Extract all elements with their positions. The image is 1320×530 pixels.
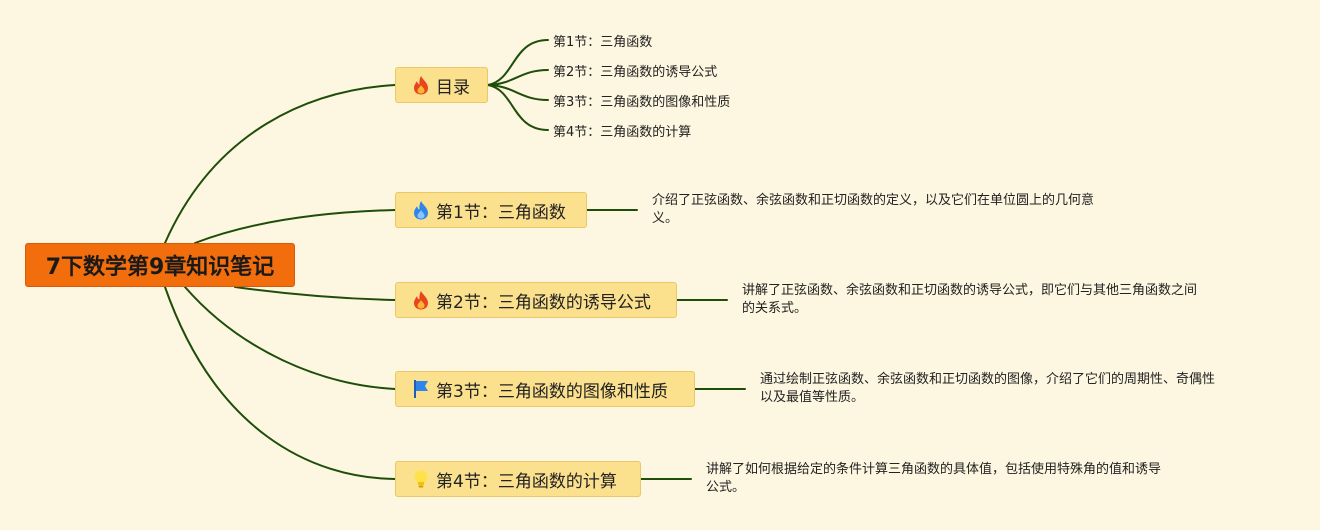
branch-section-3-label: 第3节：三角函数的图像和性质: [436, 381, 668, 402]
branch-section-3[interactable]: 第3节：三角函数的图像和性质: [395, 371, 695, 407]
description-line: 讲解了如何根据给定的条件计算三角函数的具体值，包括使用特殊角的值和诱导: [706, 462, 1162, 477]
branch-section-2[interactable]: 第2节：三角函数的诱导公式: [395, 282, 677, 318]
toc-item-2[interactable]: 第2节：三角函数的诱导公式: [553, 65, 718, 80]
flag-icon: [410, 378, 432, 400]
section-3-description: 通过绘制正弦函数、余弦函数和正切函数的图像，介绍了它们的周期性、奇偶性 以及最值…: [760, 371, 1270, 407]
description-line: 介绍了正弦函数、余弦函数和正切函数的定义，以及它们在单位圆上的几何意: [652, 193, 1095, 208]
branch-toc-label: 目录: [436, 77, 470, 98]
fire-icon: [410, 289, 432, 311]
link-root-s4: [164, 286, 396, 480]
link-toc-child-4: [487, 84, 549, 131]
description-line: 义。: [652, 211, 679, 226]
link-root-s2: [234, 286, 396, 301]
branch-section-1[interactable]: 第1节：三角函数: [395, 192, 587, 228]
description-line: 的关系式。: [742, 301, 808, 316]
fire-icon: [410, 74, 432, 96]
branch-section-4-label: 第4节：三角函数的计算: [436, 471, 617, 492]
section-1-description: 介绍了正弦函数、余弦函数和正切函数的定义，以及它们在单位圆上的几何意 义。: [652, 192, 1142, 228]
description-line: 讲解了正弦函数、余弦函数和正切函数的诱导公式，即它们与其他三角函数之间: [742, 283, 1198, 298]
lightbulb-icon: [410, 468, 432, 490]
toc-item-3[interactable]: 第3节：三角函数的图像和性质: [553, 95, 731, 110]
section-2-description: 讲解了正弦函数、余弦函数和正切函数的诱导公式，即它们与其他三角函数之间 的关系式…: [742, 282, 1262, 318]
branch-section-2-label: 第2节：三角函数的诱导公式: [436, 292, 651, 313]
description-line: 以及最值等性质。: [760, 390, 865, 405]
root-topic-label: 7下数学第9章知识笔记: [45, 255, 275, 280]
link-toc-child-2: [487, 69, 549, 86]
root-topic[interactable]: 7下数学第9章知识笔记: [25, 243, 295, 287]
section-4-description: 讲解了如何根据给定的条件计算三角函数的具体值，包括使用特殊角的值和诱导 公式。: [706, 461, 1226, 497]
link-root-toc: [164, 84, 396, 244]
description-line: 通过绘制正弦函数、余弦函数和正切函数的图像，介绍了它们的周期性、奇偶性: [760, 372, 1216, 387]
toc-item-1[interactable]: 第1节：三角函数: [553, 35, 653, 50]
link-root-s3: [184, 286, 396, 390]
link-toc-child-1: [487, 39, 549, 86]
description-line: 公式。: [706, 480, 746, 495]
branch-toc[interactable]: 目录: [395, 67, 488, 103]
branch-section-1-label: 第1节：三角函数: [436, 202, 566, 223]
link-toc-child-3: [487, 84, 549, 101]
toc-item-4[interactable]: 第4节：三角函数的计算: [553, 125, 692, 140]
branch-section-4[interactable]: 第4节：三角函数的计算: [395, 461, 641, 497]
link-root-s1: [194, 209, 396, 244]
water-drop-icon: [410, 199, 432, 221]
